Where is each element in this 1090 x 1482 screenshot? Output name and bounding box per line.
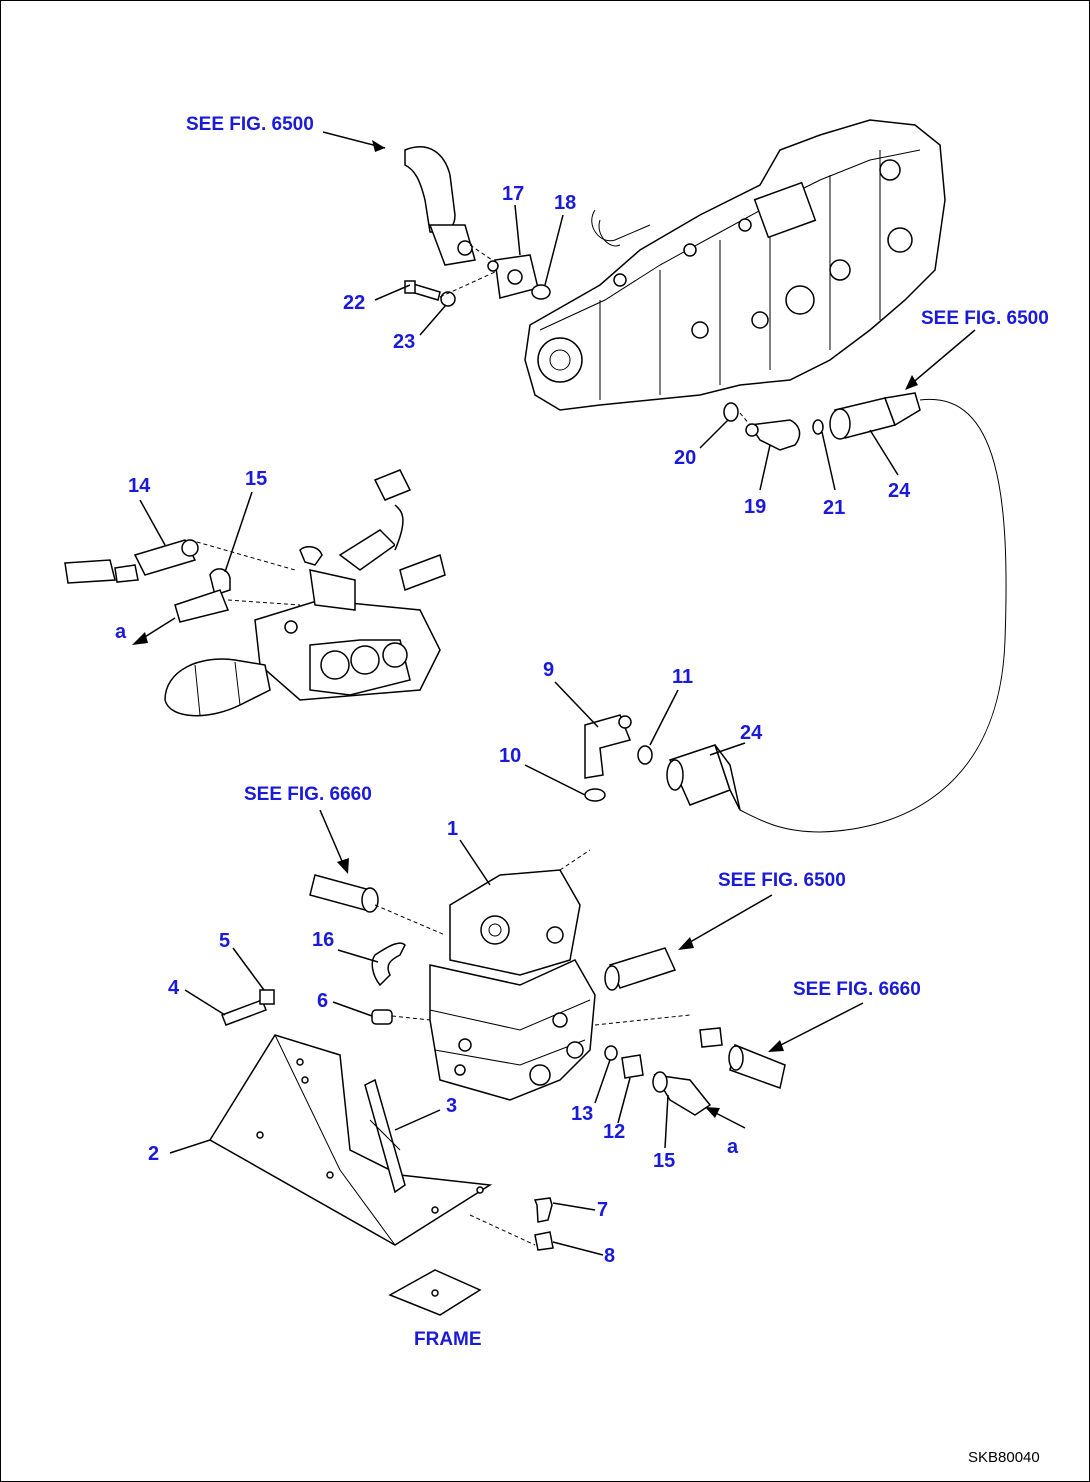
see-fig-6660-top-label: SEE FIG. 6660 [244, 784, 372, 805]
part-number-22: 22 [343, 292, 365, 314]
valve-1 [429, 869, 596, 1101]
part-number-5: 5 [219, 930, 230, 952]
part-number-12: 12 [603, 1121, 625, 1143]
part-number-15-upper: 15 [245, 468, 267, 490]
connection-a-left-label: a [115, 621, 127, 643]
bolt-4 [221, 999, 267, 1026]
hose-left [64, 559, 230, 623]
part-number-2: 2 [148, 1143, 159, 1165]
part-number-10: 10 [499, 745, 521, 767]
flange-17 [487, 254, 539, 299]
bolt-5 [259, 989, 275, 1005]
frame-plate [388, 1269, 482, 1316]
see-fig-6500-top-label: SEE FIG. 6500 [186, 114, 314, 135]
part-number-24-upper: 24 [888, 480, 911, 502]
connection-a-right-label: a [727, 1136, 739, 1158]
bolt-22 [404, 280, 441, 301]
bracket-2 [208, 1034, 493, 1246]
part-number-19: 19 [744, 496, 766, 518]
nut-8 [534, 1231, 554, 1251]
hose-6660-top [309, 874, 379, 913]
fitting-15-lower [652, 1071, 712, 1116]
hose-24-line [739, 398, 1007, 833]
part-number-16: 16 [312, 929, 334, 951]
see-fig-6500-mid-label: SEE FIG. 6500 [718, 870, 846, 891]
drawing-reference: SKB80040 [968, 1449, 1040, 1466]
part-number-1: 1 [447, 818, 458, 840]
tee-fitting-14 [133, 539, 199, 576]
part-number-14: 14 [128, 475, 151, 497]
part-number-24-lower: 24 [740, 722, 763, 744]
part-number-7: 7 [597, 1199, 608, 1221]
part-number-18: 18 [554, 192, 576, 214]
o-ring-18 [531, 284, 551, 300]
plug-6 [371, 1009, 393, 1025]
bolt-7 [533, 1197, 553, 1223]
adapter-12 [621, 1054, 644, 1079]
part-number-8: 8 [604, 1245, 615, 1267]
see-fig-6500-right-label: SEE FIG. 6500 [921, 308, 1049, 329]
main-pump-assembly [524, 119, 946, 411]
fitting-6660-right [699, 1027, 786, 1089]
washer-23 [440, 291, 456, 307]
part-number-17: 17 [502, 183, 524, 205]
elbow-19 [745, 419, 801, 451]
leader-lines [132, 131, 976, 1256]
part-number-11: 11 [672, 666, 693, 688]
o-ring-13 [604, 1045, 618, 1061]
stay-3 [364, 1078, 406, 1194]
part-number-15-lower: 15 [653, 1150, 675, 1172]
accumulator-valve-assembly [164, 469, 446, 717]
hose-24-lower [666, 744, 741, 811]
elbow-16 [371, 942, 406, 987]
part-number-23: 23 [393, 331, 415, 353]
o-ring-20 [723, 402, 739, 422]
o-ring-11 [637, 745, 653, 765]
hose-6500-mid [604, 947, 677, 991]
see-fig-6660-right-label: SEE FIG. 6660 [793, 979, 921, 1000]
hose-top-left [404, 146, 476, 266]
part-number-9: 9 [543, 659, 554, 681]
part-number-20: 20 [674, 447, 696, 469]
o-ring-21 [812, 419, 824, 435]
part-number-13: 13 [571, 1103, 593, 1125]
hose-24-upper [829, 392, 921, 440]
part-number-6: 6 [317, 990, 328, 1012]
part-number-3: 3 [446, 1095, 457, 1117]
part-number-4: 4 [168, 977, 180, 999]
part-number-21: 21 [823, 497, 845, 519]
elbow-9 [584, 714, 632, 779]
frame-label: FRAME [414, 1329, 482, 1350]
o-ring-10 [584, 788, 606, 802]
